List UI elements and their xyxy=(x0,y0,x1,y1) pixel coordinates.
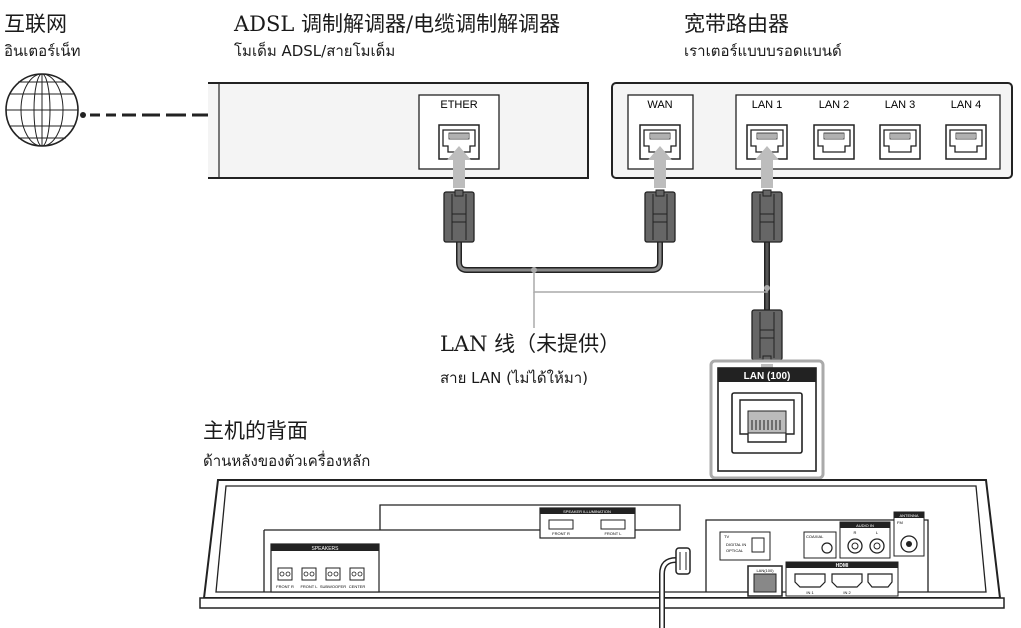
router-device: WAN LAN 1 LAN 2 LAN 3 LAN 4 xyxy=(611,82,1013,179)
router-lan3-label: LAN 3 xyxy=(885,99,916,111)
router-lan2-label: LAN 2 xyxy=(819,99,850,111)
coaxial-label: COAXIAL xyxy=(806,534,824,539)
speaker-illumination-block: SPEAKER ILLUMINATION FRONT R FRONT L xyxy=(539,507,636,539)
speaker-terminal-block: SPEAKERS FRONT R FRONT L SUBWOOFER CENTE… xyxy=(270,543,380,593)
router-wan-port-label: WAN xyxy=(647,99,672,111)
tv-input-block: TV DIGITAL IN OPTICAL xyxy=(719,531,771,561)
speaker-label-front-r: FRONT R xyxy=(276,584,294,589)
router-lan4-label: LAN 4 xyxy=(951,99,982,111)
cable-plug xyxy=(751,189,783,243)
cable-plug xyxy=(443,189,475,243)
coaxial-block: COAXIAL xyxy=(803,531,837,559)
speaker-terminal xyxy=(277,567,293,581)
internet-label-th: อินเตอร์เน็ท xyxy=(4,42,81,60)
modem-device: ETHER xyxy=(208,82,589,179)
illum-label-front-r: FRONT R xyxy=(552,531,570,536)
small-lan-label: LAN(100) xyxy=(756,568,774,573)
arrow-up-icon xyxy=(648,146,672,188)
unit-lan-port-label: LAN (100) xyxy=(744,371,791,382)
router-lan1-label: LAN 1 xyxy=(752,99,783,111)
lan-cable-label-th: สาย LAN (ไม่ได้ให้มา) xyxy=(440,369,589,387)
modem-label-zh: ADSL 调制解调器/电缆调制解调器 xyxy=(234,12,561,36)
hdmi-in1-label: IN 1 xyxy=(806,590,814,595)
tv-label: TV xyxy=(724,534,729,539)
illum-label-front-l: FRONT L xyxy=(604,531,622,536)
modem-label-th: โมเด็ม ADSL/สายโมเด็ม xyxy=(234,42,396,60)
optical-label: OPTICAL xyxy=(726,548,744,553)
hdmi-label: HDMI xyxy=(836,563,849,569)
audio-l-label: L xyxy=(876,530,879,535)
modem-router-cable xyxy=(456,242,663,273)
arrow-up-icon xyxy=(447,146,471,188)
antenna-block: ANTENNA FM xyxy=(893,511,925,557)
internet-label-zh: 互联网 xyxy=(4,12,67,36)
router-label-zh: 宽带路由器 xyxy=(684,12,789,36)
main-unit-rear: SPEAKERS FRONT R FRONT L SUBWOOFER CENTE… xyxy=(199,479,1005,628)
audio-r-label: R xyxy=(854,530,857,535)
modem-ether-port-label: ETHER xyxy=(440,99,477,111)
speaker-label-front-l: FRONT L xyxy=(300,584,318,589)
fm-label: FM xyxy=(897,520,903,525)
illumination-title: SPEAKER ILLUMINATION xyxy=(563,509,611,514)
router-label-th: เราเตอร์แบบบรอดแบนด์ xyxy=(684,42,842,60)
speaker-label-subwoofer: SUBWOOFER xyxy=(320,584,346,589)
lan4-port xyxy=(945,124,987,160)
audio-in-label: AUDIO IN xyxy=(856,523,874,528)
lan2-port xyxy=(813,124,855,160)
power-cord xyxy=(659,547,691,628)
rear-label-th: ด้านหลังของตัวเครื่องหลัก xyxy=(203,452,371,470)
lan-cable-label-zh: LAN 线（未提供） xyxy=(440,332,621,356)
speaker-label-center: CENTER xyxy=(349,584,366,589)
audio-in-block: AUDIO IN R L xyxy=(839,521,891,559)
hdmi-block: HDMI IN 1 IN 2 xyxy=(785,561,899,597)
digital-in-label: DIGITAL IN xyxy=(726,542,746,547)
speaker-terminal xyxy=(349,567,365,581)
globe-icon xyxy=(5,73,79,147)
rear-label-zh: 主机的背面 xyxy=(203,419,308,443)
lan-port-zoom-callout: LAN (100) xyxy=(709,359,825,480)
small-lan-port: LAN(100) xyxy=(747,565,783,597)
arrow-up-icon xyxy=(755,146,779,188)
speakers-title: SPEAKERS xyxy=(312,546,340,552)
cable-plug xyxy=(644,189,676,243)
cable-plug xyxy=(751,309,783,363)
antenna-label: ANTENNA xyxy=(899,513,918,518)
internet-connection-line xyxy=(80,112,212,118)
speaker-terminal xyxy=(301,567,317,581)
hdmi-in2-label: IN 2 xyxy=(843,590,851,595)
speaker-terminal xyxy=(325,567,341,581)
lan3-port xyxy=(879,124,921,160)
